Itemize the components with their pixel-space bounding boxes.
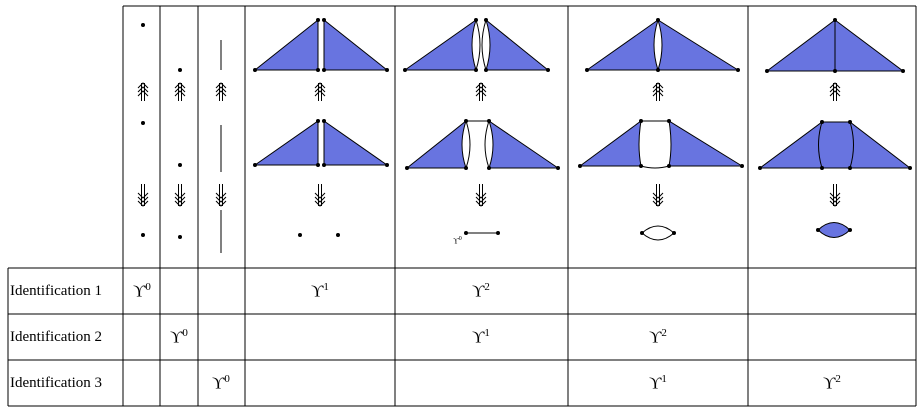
- column-7-lines: [818, 121, 854, 169]
- cell-superscript: 1: [323, 281, 329, 293]
- cell-r2-c5: ϒ1: [467, 327, 495, 348]
- cell-superscript: 0: [182, 327, 188, 339]
- column-4-shapes: [253, 18, 389, 166]
- cell-superscript: 1: [661, 373, 667, 385]
- column-6-shapes: [578, 18, 744, 167]
- cell-r3-c6: ϒ1: [644, 373, 672, 394]
- up-arrow: [137, 82, 149, 101]
- cell-r2-c2: ϒ0: [165, 327, 193, 348]
- up-arrow: [652, 82, 664, 101]
- column-5-shapes: [403, 18, 560, 169]
- upsilon-symbol: ϒ: [133, 281, 146, 301]
- down-arrow: [652, 184, 664, 207]
- cell-r3-c7: ϒ2: [818, 373, 846, 394]
- upsilon-symbol: ϒ: [212, 373, 225, 393]
- column-7-shapes: [758, 19, 912, 238]
- cell-r2-c6: ϒ2: [644, 327, 672, 348]
- up-arrow: [829, 82, 841, 101]
- column-2-points: [178, 68, 182, 239]
- down-arrow: [475, 184, 487, 207]
- cell-superscript: 2: [484, 281, 490, 293]
- cell-r1-c4: ϒ1: [306, 281, 334, 302]
- cell-r1-c5: ϒ2: [467, 281, 495, 302]
- column-5-points: [403, 18, 560, 235]
- down-arrow: [215, 184, 227, 207]
- cell-superscript: 0: [224, 373, 230, 385]
- cell-superscript: 0: [145, 281, 151, 293]
- row-label-identification-1: Identification 1: [10, 283, 103, 299]
- upsilon-symbol: ϒ: [649, 373, 662, 393]
- row-label-identification-2: Identification 2: [10, 329, 103, 345]
- down-arrow: [137, 184, 149, 207]
- upsilon-symbol: ϒ: [823, 373, 836, 393]
- segment-label: ϒ0: [453, 236, 462, 246]
- segment-label-symbol: ϒ: [453, 236, 459, 246]
- cell-superscript: 2: [835, 373, 841, 385]
- column-6-points: [578, 18, 744, 235]
- table-grid: [7, 5, 917, 407]
- upsilon-symbol: ϒ: [170, 327, 183, 347]
- down-arrow: [314, 184, 326, 207]
- cell-superscript: 1: [484, 327, 490, 339]
- down-arrow: [829, 184, 841, 207]
- column-6-lines: [640, 120, 675, 241]
- upsilon-symbol: ϒ: [472, 281, 485, 301]
- up-arrow: [215, 82, 227, 101]
- column-1-points: [141, 23, 145, 237]
- upsilon-symbol: ϒ: [472, 327, 485, 347]
- up-arrow: [314, 82, 326, 101]
- segment-label-sup: 0: [458, 236, 462, 242]
- up-arrow: [174, 82, 186, 101]
- column-5-lines: [465, 19, 498, 234]
- upsilon-symbol: ϒ: [311, 281, 324, 301]
- row-label-identification-3: Identification 3: [10, 375, 103, 391]
- cell-superscript: 2: [661, 327, 667, 339]
- up-arrow: [475, 82, 487, 101]
- column-7-points: [758, 18, 912, 232]
- arrows: [137, 82, 841, 207]
- cell-r3-c3: ϒ0: [207, 373, 235, 394]
- upsilon-symbol: ϒ: [649, 327, 662, 347]
- cell-r1-c1: ϒ0: [128, 281, 156, 302]
- down-arrow: [174, 184, 186, 207]
- column-4-points: [253, 18, 389, 237]
